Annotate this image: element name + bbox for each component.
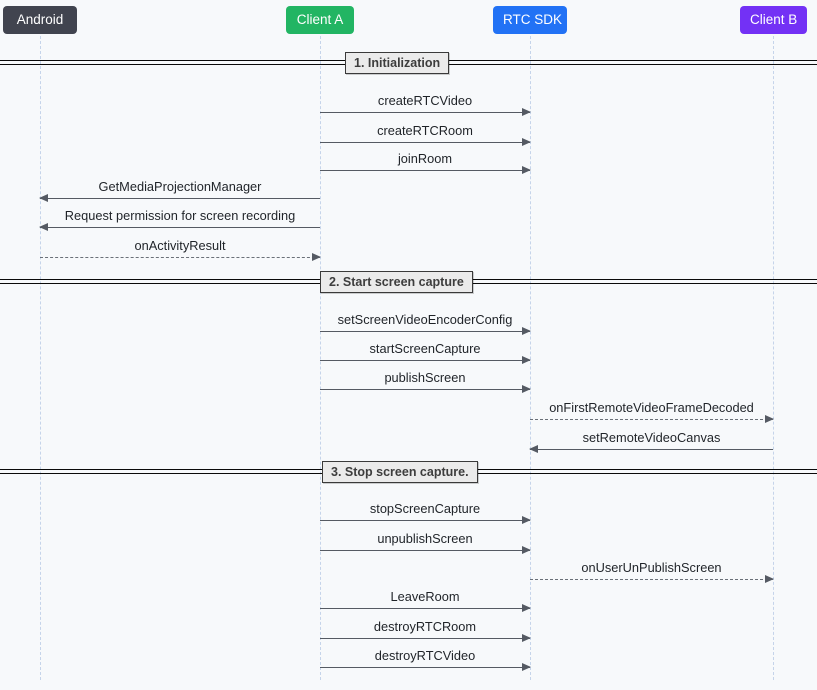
message-line [320,608,530,609]
arrowhead-icon [312,252,321,261]
message-label: GetMediaProjectionManager [98,179,262,194]
arrowhead-icon [522,137,531,146]
arrowhead-icon [522,662,531,671]
message-label: setRemoteVideoCanvas [582,430,721,445]
arrowhead-icon [522,384,531,393]
message-label: publishScreen [384,370,466,385]
message-line [320,112,530,113]
participant-label: RTC SDK [503,12,563,27]
message-line [320,170,530,171]
message-line [40,257,320,258]
participant-rtcsdk[interactable]: RTC SDK [493,6,567,34]
lifeline-clientB [773,36,774,680]
message-line [320,331,530,332]
message-label: onUserUnPublishScreen [581,560,722,575]
message-label: createRTCRoom [377,123,473,138]
message-line [320,550,530,551]
message-label: onActivityResult [134,238,226,253]
message-line [530,579,773,580]
message-line [320,638,530,639]
message-label: setScreenVideoEncoderConfig [337,312,513,327]
message-label: destroyRTCVideo [374,648,476,663]
message-label: LeaveRoom [390,589,460,604]
arrowhead-icon [39,193,48,202]
participant-android[interactable]: Android [3,6,77,34]
arrowhead-icon [522,355,531,364]
message-line [40,227,320,228]
message-label: stopScreenCapture [369,501,481,516]
participant-clientA[interactable]: Client A [286,6,354,34]
message-line [320,142,530,143]
message-label: unpublishScreen [377,531,473,546]
participant-label: Client B [750,12,798,27]
message-line [40,198,320,199]
message-label: joinRoom [397,151,453,166]
arrowhead-icon [522,165,531,174]
arrowhead-icon [765,574,774,583]
message-label: onFirstRemoteVideoFrameDecoded [549,400,754,415]
lifeline-android [40,36,41,680]
message-line [320,389,530,390]
message-label: startScreenCapture [369,341,481,356]
message-label: createRTCVideo [377,93,473,108]
message-line [320,360,530,361]
arrowhead-icon [522,515,531,524]
arrowhead-icon [765,414,774,423]
participant-label: Client A [296,12,344,27]
arrowhead-icon [39,222,48,231]
message-line [320,667,530,668]
message-line [530,449,773,450]
arrowhead-icon [522,545,531,554]
participant-clientB[interactable]: Client B [740,6,807,34]
section-title-s2: 2. Start screen capture [320,271,473,293]
participant-label: Android [16,12,64,27]
arrowhead-icon [522,633,531,642]
lifeline-clientA [320,36,321,680]
arrowhead-icon [522,107,531,116]
message-label: Request permission for screen recording [64,208,296,223]
message-line [320,520,530,521]
arrowhead-icon [529,444,538,453]
message-label: destroyRTCRoom [373,619,477,634]
arrowhead-icon [522,326,531,335]
arrowhead-icon [522,603,531,612]
section-title-s1: 1. Initialization [345,52,450,74]
message-line [530,419,773,420]
section-title-s3: 3. Stop screen capture. [322,461,478,483]
